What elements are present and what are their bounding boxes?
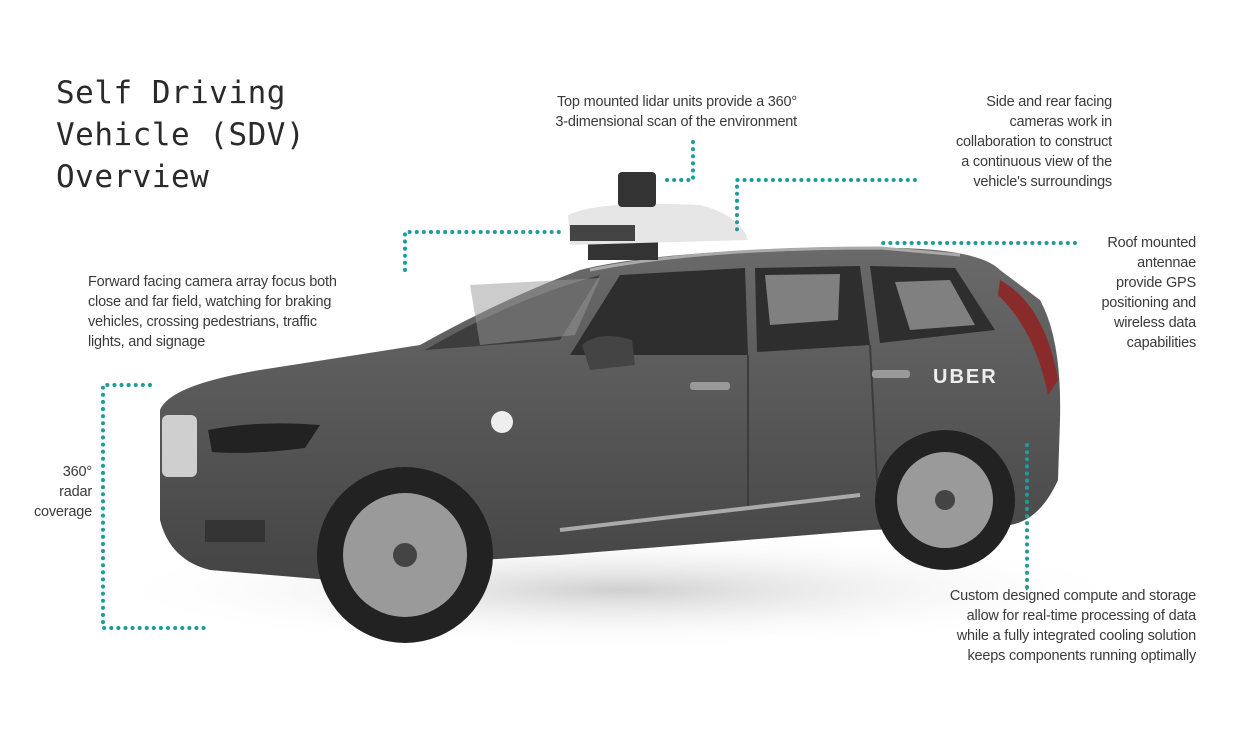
rear-wheel bbox=[875, 430, 1015, 570]
callout-line: Roof mounted bbox=[1107, 235, 1196, 251]
callout-side-cameras: Side and rear facing cameras work in col… bbox=[956, 92, 1112, 192]
callout-lidar: Top mounted lidar units provide a 360° 3… bbox=[555, 92, 797, 132]
headlight bbox=[208, 423, 320, 453]
callout-antennae: Roof mounted antennae provide GPS positi… bbox=[1101, 233, 1196, 353]
callout-line: 3-dimensional scan of the environment bbox=[555, 114, 797, 130]
callout-line: Forward facing camera array focus both bbox=[88, 274, 337, 290]
callout-line: coverage bbox=[33, 504, 92, 520]
lidar-unit bbox=[568, 172, 748, 260]
callout-line: cameras work in bbox=[1009, 114, 1112, 130]
leader-lidar bbox=[663, 140, 695, 182]
brand-text: UBER bbox=[933, 366, 998, 388]
callout-line: Custom designed compute and storage bbox=[949, 588, 1196, 604]
callout-line: antennae bbox=[1137, 255, 1196, 271]
callout-line: vehicle's surroundings bbox=[973, 174, 1112, 190]
callout-line: capabilities bbox=[1126, 335, 1197, 351]
callout-line: keeps components running optimally bbox=[967, 648, 1196, 664]
callout-line: collaboration to construct bbox=[956, 134, 1112, 150]
callout-line: a continuous view of the bbox=[961, 154, 1112, 170]
callout-line: lights, and signage bbox=[88, 334, 206, 350]
grille bbox=[162, 415, 197, 477]
page-title: Self Driving Vehicle (SDV) Overview bbox=[56, 72, 305, 198]
title-line: Self Driving bbox=[56, 75, 286, 111]
car-window-driver bbox=[570, 268, 748, 355]
callout-line: close and far field, watching for brakin… bbox=[88, 294, 332, 310]
callout-line: radar bbox=[59, 484, 92, 500]
tail-light bbox=[998, 280, 1058, 395]
callout-line: Side and rear facing bbox=[986, 94, 1112, 110]
callout-line: positioning and bbox=[1101, 295, 1196, 311]
leader-side-cameras bbox=[735, 178, 917, 234]
leader-lines bbox=[101, 140, 1077, 630]
uber-logo-badge bbox=[491, 411, 513, 433]
callout-line: vehicles, crossing pedestrians, traffic bbox=[88, 314, 317, 330]
callout-line: wireless data bbox=[1113, 315, 1196, 331]
callout-forward-camera: Forward facing camera array focus both c… bbox=[88, 272, 337, 352]
callout-radar: 360° radar coverage bbox=[34, 462, 92, 522]
title-line: Overview bbox=[56, 159, 210, 195]
leader-forward-camera bbox=[403, 230, 567, 272]
title-line: Vehicle (SDV) bbox=[56, 117, 306, 153]
callout-compute: Custom designed compute and storage allo… bbox=[950, 586, 1196, 666]
front-wheel bbox=[317, 467, 493, 643]
callout-line: allow for real-time processing of data bbox=[966, 608, 1197, 624]
callout-line: 360° bbox=[62, 464, 92, 480]
callout-line: provide GPS bbox=[1115, 275, 1196, 291]
leader-radar bbox=[101, 383, 212, 630]
callout-line: while a fully integrated cooling solutio… bbox=[956, 628, 1196, 644]
side-mirror bbox=[582, 336, 635, 370]
callout-line: Top mounted lidar units provide a 360° bbox=[556, 94, 797, 110]
